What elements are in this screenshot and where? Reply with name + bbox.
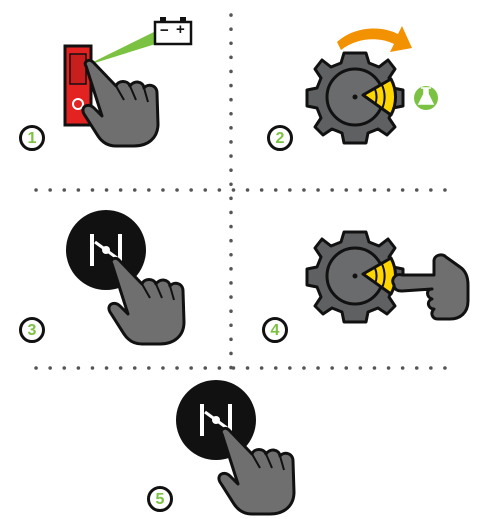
step-badge-2: 2 xyxy=(267,125,293,151)
hand-pointer-icon xyxy=(81,58,160,148)
rotation-arrow xyxy=(337,26,412,52)
battery-minus: − xyxy=(160,22,169,39)
divider-dots xyxy=(34,13,460,372)
hour-meter-icon xyxy=(414,86,438,110)
step-number: 3 xyxy=(27,322,37,339)
step-number: 1 xyxy=(27,130,37,147)
battery-plus: + xyxy=(176,21,185,38)
battery-icon xyxy=(153,17,193,46)
step-badge-1: 1 xyxy=(19,125,45,151)
hand-pointer-icon xyxy=(107,256,186,346)
panel-2-knob-rotate xyxy=(305,26,438,145)
panel-3-pto-press xyxy=(64,208,186,346)
step-number: 5 xyxy=(155,491,165,508)
step-badge-4: 4 xyxy=(262,317,288,343)
step-number: 4 xyxy=(270,322,280,339)
hand-pointer-icon xyxy=(217,426,296,516)
panel-4-knob-push xyxy=(305,230,470,324)
panel-1-battery-switch xyxy=(63,17,193,148)
hand-pointer-icon xyxy=(391,253,470,321)
step-number: 2 xyxy=(275,130,285,147)
panel-5-pto-press xyxy=(174,378,296,516)
beam xyxy=(85,30,162,66)
step-badge-3: 3 xyxy=(19,317,45,343)
step-badge-5: 5 xyxy=(147,486,173,512)
